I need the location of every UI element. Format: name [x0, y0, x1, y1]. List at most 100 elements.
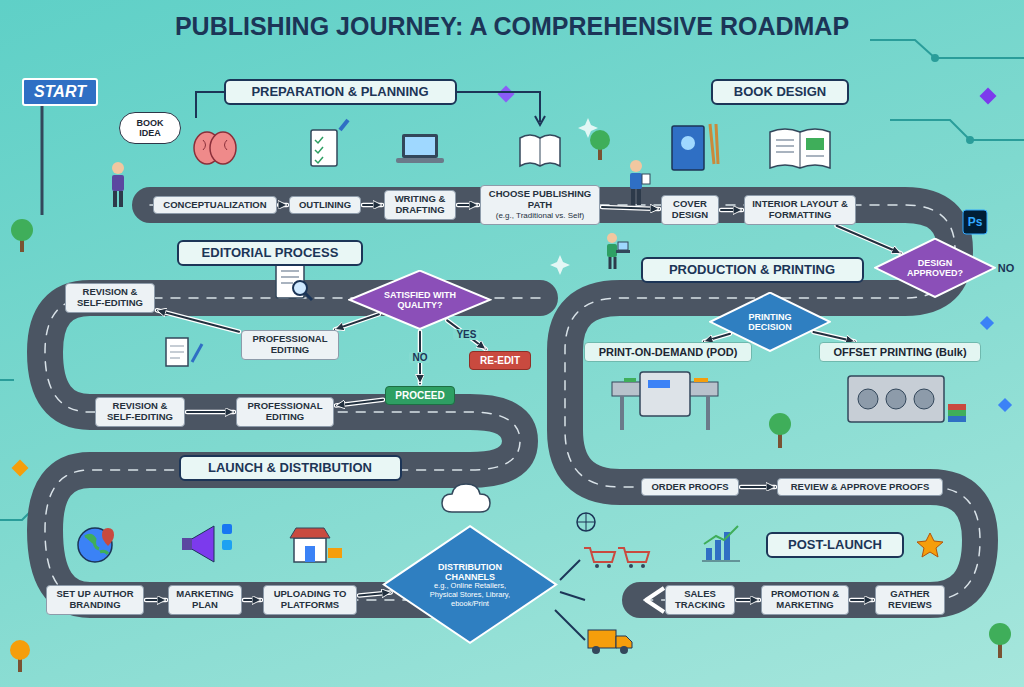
step-text-group: CONCEPTUALIZATION — [157, 200, 273, 211]
connector — [721, 210, 742, 211]
hdr-text: PRODUCTION & PRINTING — [650, 262, 855, 278]
connector-halo — [458, 203, 478, 208]
connector — [704, 334, 730, 342]
step-text: OUTLINING — [293, 200, 357, 211]
step-text: CHOOSE PUBLISHING PATH — [484, 189, 596, 211]
step-text-group: REVISION & SELF-EDITING — [99, 401, 181, 423]
decision-diamond: DISTRIBUTION CHANNELSe.g., Online Retail… — [382, 525, 558, 644]
tree — [590, 130, 610, 160]
connector-line — [721, 209, 742, 211]
hdr-text: EDITORIAL PROCESS — [186, 245, 354, 261]
start-sign: START — [22, 78, 98, 106]
hdr-text: BOOK DESIGN — [720, 84, 840, 100]
step-text: MARKETING PLAN — [172, 589, 238, 611]
step-text-group: PROMOTION & MARKETING — [765, 589, 845, 611]
connector — [737, 600, 759, 601]
db-text-group: PRINTING DECISION — [740, 312, 800, 333]
start-pole — [42, 100, 43, 215]
decision-diamond: SATISFIED WITH QUALITY? — [348, 270, 492, 330]
step-text: SALES TRACKING — [669, 589, 731, 611]
hdr-text: POST-LAUNCH — [775, 537, 895, 553]
checklist-icon — [311, 120, 348, 166]
step-box: CONCEPTUALIZATION — [153, 196, 277, 215]
connector-halo — [363, 203, 382, 208]
connector-halo — [837, 226, 901, 254]
star-icon — [917, 533, 943, 557]
step-box: PROFESSIONAL EDITING — [241, 330, 339, 360]
db-text: e.g., Online Retailers, Physical Stores,… — [425, 582, 515, 608]
connector — [187, 412, 234, 413]
action-button: PROCEED — [385, 386, 455, 405]
step-text-group: OUTLINING — [293, 200, 357, 211]
section-header: PRODUCTION & PRINTING — [641, 257, 864, 283]
pod-printer — [612, 372, 718, 430]
connector-halo — [704, 334, 730, 342]
section-header: PREPARATION & PLANNING — [224, 79, 457, 105]
step-text-group: REVIEW & APPROVE PROOFS — [781, 482, 939, 493]
step-text: PROFESSIONAL EDITING — [240, 401, 330, 423]
section-header: POST-LAUNCH — [766, 532, 904, 558]
action-button: RE-EDIT — [469, 351, 531, 370]
step-text: ORDER PROOFS — [645, 482, 735, 493]
step-box: COVER DESIGN — [661, 195, 719, 225]
step-box: UPLOADING TO PLATFORMS — [263, 585, 357, 615]
step-text: (e.g., Traditional vs. Self) — [484, 211, 596, 220]
step-text: CONCEPTUALIZATION — [157, 200, 273, 211]
connector — [146, 600, 166, 601]
step-text-group: SET UP AUTHOR BRANDING — [50, 589, 140, 611]
connector-line — [602, 207, 659, 209]
connector-halo — [813, 332, 854, 342]
megaphone-icon — [182, 524, 232, 562]
step-box: INTERIOR LAYOUT & FORMATTING — [744, 195, 856, 225]
laptop-icon — [396, 134, 444, 163]
person — [112, 162, 124, 207]
step-text: INTERIOR LAYOUT & FORMATTING — [748, 199, 852, 221]
road — [45, 205, 980, 600]
connector — [837, 226, 901, 254]
brain-icon — [194, 132, 236, 164]
step-text: PROMOTION & MARKETING — [765, 589, 845, 611]
connector-line — [363, 204, 382, 206]
connector — [602, 207, 659, 209]
connector — [813, 332, 854, 342]
dp-text: SATISFIED WITH QUALITY? — [384, 290, 456, 311]
hdr-text-group: PRODUCTION & PRINTING — [650, 262, 855, 278]
connector-line — [813, 332, 854, 342]
chart-icon — [702, 526, 740, 561]
interior-layout-icon — [770, 129, 830, 168]
step-box: MARKETING PLAN — [168, 585, 242, 615]
open-book-icon — [520, 135, 560, 166]
tree — [769, 413, 791, 448]
step-box: PROMOTION & MARKETING — [761, 585, 849, 615]
cart-icon — [584, 548, 649, 568]
option-box: OFFSET PRINTING (Bulk) — [819, 342, 981, 362]
connector-halo — [279, 203, 287, 208]
connector-halo — [737, 598, 759, 603]
step-text-group: COVER DESIGN — [665, 199, 715, 221]
db-text: DISTRIBUTION CHANNELS — [425, 562, 515, 583]
step-box: REVIEW & APPROVE PROOFS — [777, 478, 943, 497]
channel-arrows — [555, 560, 585, 640]
step-text-group: CHOOSE PUBLISHING PATH(e.g., Traditional… — [484, 189, 596, 220]
opt-text: PRINT-ON-DEMAND (POD) — [590, 346, 746, 358]
step-box: REVISION & SELF-EDITING — [65, 283, 155, 313]
connector — [363, 204, 382, 205]
connector — [279, 204, 287, 205]
step-text-group: INTERIOR LAYOUT & FORMATTING — [748, 199, 852, 221]
step-box: SALES TRACKING — [665, 585, 735, 615]
decor-cubes — [12, 86, 1013, 477]
step-box: GATHER REVIEWS — [875, 585, 945, 615]
diamond-shape — [875, 239, 995, 297]
step-text-group: MARKETING PLAN — [172, 589, 238, 611]
connector-line — [279, 204, 287, 206]
start-text: START — [29, 83, 91, 101]
bubble-text-group: BOOK IDEA — [126, 118, 174, 139]
step-text: SET UP AUTHOR BRANDING — [50, 589, 140, 611]
connector-halo — [157, 310, 239, 331]
decision-diamond: DESIGN APPROVED? — [874, 238, 996, 298]
step-text-group: PROFESSIONAL EDITING — [240, 401, 330, 423]
connector-halo — [851, 598, 873, 603]
connector-halo — [336, 400, 383, 406]
connector-line — [146, 599, 166, 601]
